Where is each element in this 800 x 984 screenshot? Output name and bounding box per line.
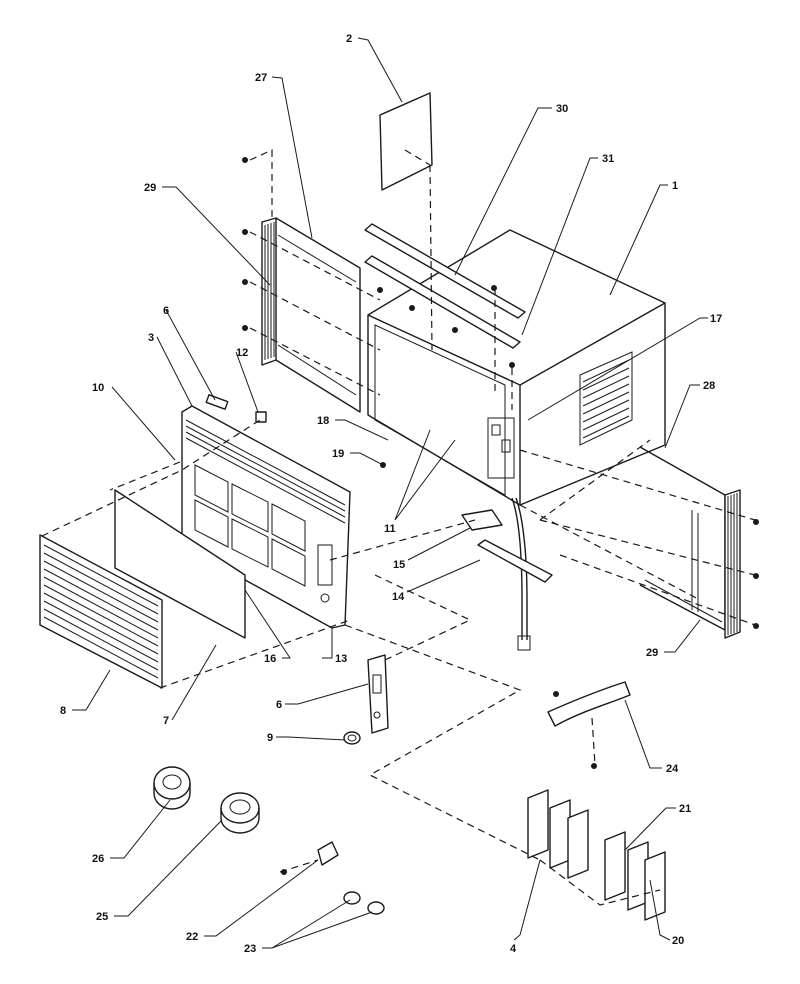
- callout-3: 3: [148, 332, 154, 344]
- tape-roll-part-25: [220, 792, 260, 834]
- bracket-part-15: [461, 509, 503, 531]
- callout-21: 21: [679, 803, 691, 815]
- support-part-24: [547, 681, 631, 727]
- callout-26: 26: [92, 853, 104, 865]
- callout-13: 13: [335, 653, 347, 665]
- tape-roll-part-26: [153, 766, 191, 810]
- callout-14: 14: [392, 591, 405, 603]
- callout-7: 7: [163, 715, 169, 727]
- callout-30: 30: [556, 103, 568, 115]
- callout-22: 22: [186, 931, 198, 943]
- callout-12: 12: [236, 347, 248, 359]
- callout-8: 8: [60, 705, 66, 717]
- callout-6a: 6: [163, 305, 169, 317]
- callout-29a: 29: [144, 182, 156, 194]
- bracket-part-14: [477, 539, 553, 583]
- callout-31: 31: [602, 153, 614, 165]
- callout-labels: 2 27 30 31 1 29 6 3 12 17 28 10 18 19 11…: [60, 33, 722, 955]
- callout-11: 11: [384, 523, 396, 535]
- callout-20: 20: [672, 935, 684, 947]
- clip-part-6: [205, 394, 229, 410]
- front-grille-part: [39, 534, 163, 689]
- callout-28: 28: [703, 380, 715, 392]
- top-panel-part: [379, 92, 433, 191]
- callout-23: 23: [244, 943, 256, 955]
- callout-25: 25: [96, 911, 108, 923]
- callout-29b: 29: [646, 647, 658, 659]
- callout-9: 9: [267, 732, 273, 744]
- screw-markers: [242, 157, 759, 875]
- bracket-part-22: [317, 841, 339, 866]
- screw-part-12: [255, 411, 267, 423]
- callout-18: 18: [317, 415, 329, 427]
- control-panel-part-6: [367, 654, 389, 734]
- top-rail-part: [364, 223, 526, 319]
- right-side-curtain: [639, 446, 741, 639]
- callout-17: 17: [710, 313, 722, 325]
- callout-27: 27: [255, 72, 267, 84]
- bracket-part-20-21: [604, 831, 666, 921]
- filter-part: [114, 489, 246, 639]
- callout-16: 16: [264, 653, 276, 665]
- leader-lines: [72, 37, 708, 949]
- callout-2: 2: [346, 33, 352, 45]
- left-side-curtain: [261, 217, 361, 413]
- assembly-dashed-lines: [41, 149, 756, 906]
- knob-part-9: [343, 731, 361, 745]
- sealing-strip-part: [364, 255, 521, 349]
- cabinet-side-louver: [579, 351, 633, 446]
- bracket-part-4: [527, 789, 589, 879]
- cabinet-part: [367, 229, 666, 651]
- callout-6b: 6: [276, 699, 282, 711]
- screws-part-23: [343, 891, 385, 915]
- callout-4: 4: [510, 943, 517, 955]
- callout-10: 10: [92, 382, 104, 394]
- callout-1: 1: [672, 180, 678, 192]
- callout-24: 24: [666, 763, 679, 775]
- callout-19: 19: [332, 448, 344, 460]
- callout-15: 15: [393, 559, 405, 571]
